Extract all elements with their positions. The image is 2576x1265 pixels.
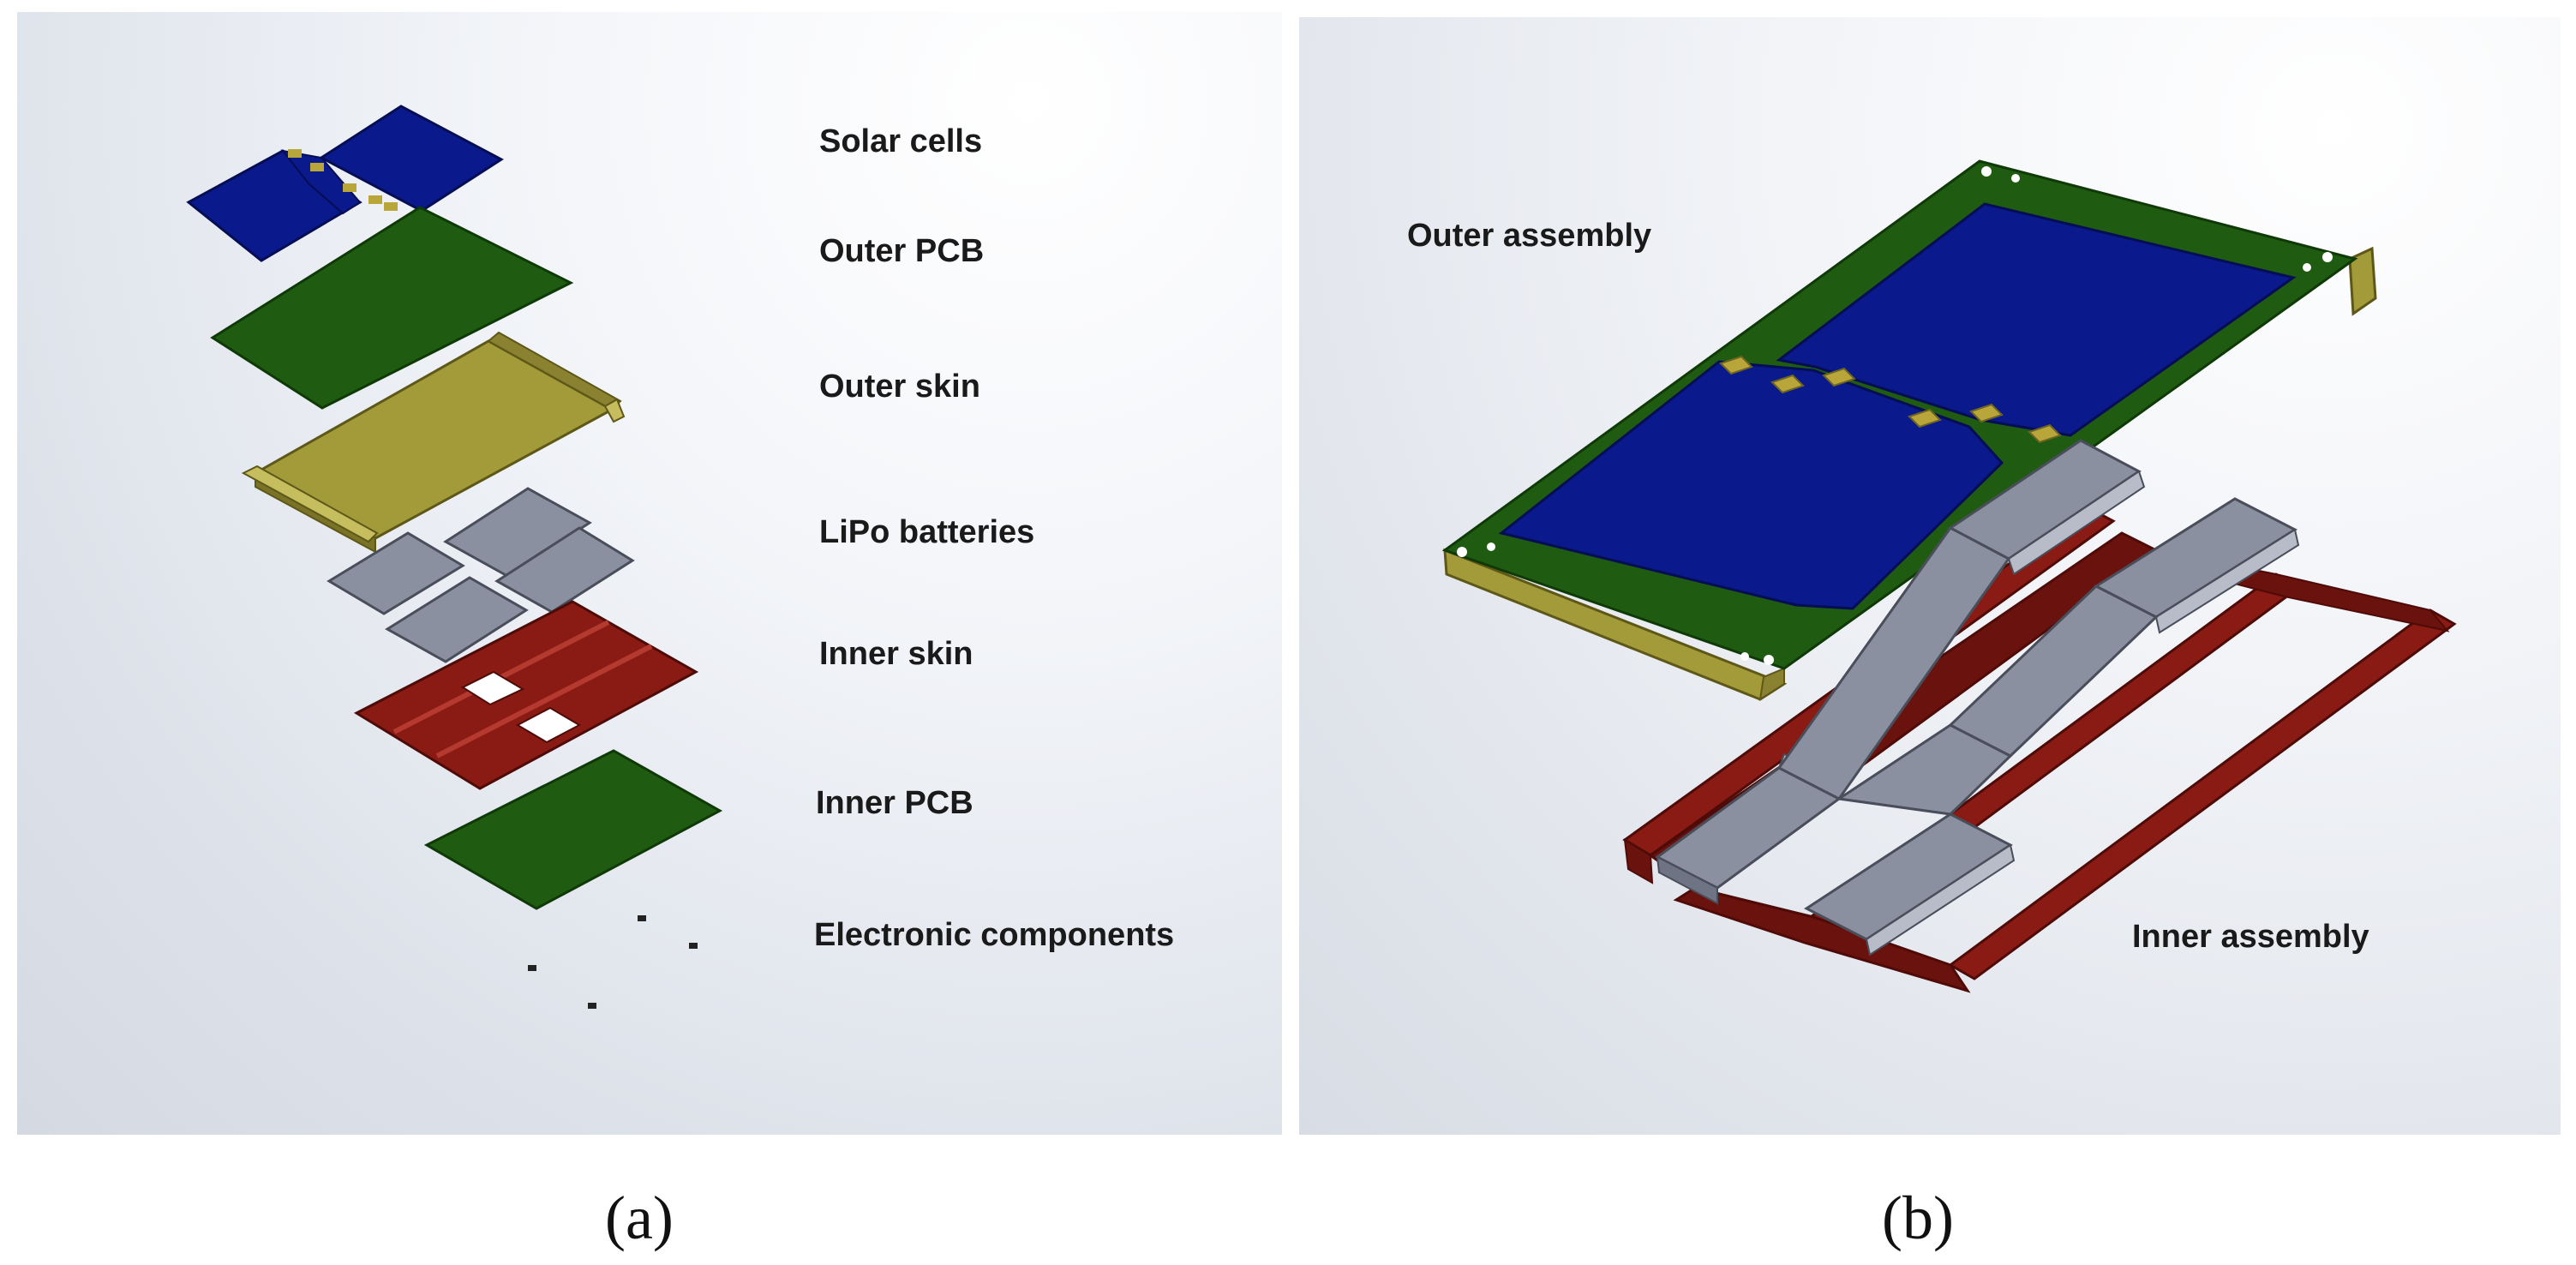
label-electronic-components: Electronic components xyxy=(814,917,1175,953)
solar-cells-part xyxy=(186,105,504,262)
label-outer-pcb: Outer PCB xyxy=(819,233,985,269)
outer-pcb-part xyxy=(210,206,574,410)
assembled-view-panel: Outer assembly Inner assembly xyxy=(1299,17,2561,1135)
label-outer-assembly: Outer assembly xyxy=(1407,218,1652,254)
label-solar-cells: Solar cells xyxy=(819,123,983,159)
label-inner-skin: Inner skin xyxy=(819,636,973,672)
label-inner-assembly: Inner assembly xyxy=(2132,919,2369,955)
inner-assembly-part xyxy=(1622,439,2457,993)
electronic-components-part xyxy=(528,915,698,1009)
caption-b: (b) xyxy=(1882,1184,1954,1252)
lipo-batteries-part xyxy=(326,487,635,663)
inner-skin-part xyxy=(353,600,699,790)
exploded-view-drawing xyxy=(186,105,723,1009)
label-inner-pcb: Inner PCB xyxy=(816,785,973,821)
outer-assembly-part xyxy=(1441,159,2377,702)
label-outer-skin: Outer skin xyxy=(819,369,980,405)
label-lipo-batteries: LiPo batteries xyxy=(819,514,1035,550)
caption-a: (a) xyxy=(605,1184,674,1252)
exploded-view-panel: Solar cells Outer PCB Outer skin LiPo ba… xyxy=(17,12,1282,1135)
assembled-view-drawing xyxy=(1441,159,2457,993)
outer-skin-part xyxy=(241,331,626,554)
inner-pcb-part xyxy=(423,749,723,910)
